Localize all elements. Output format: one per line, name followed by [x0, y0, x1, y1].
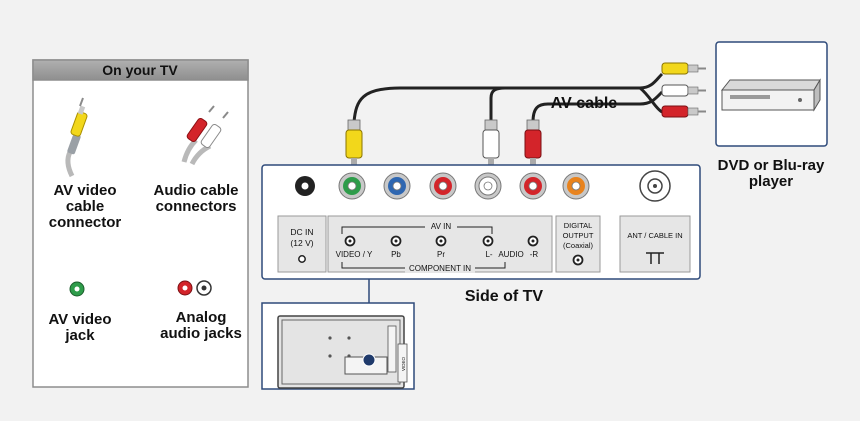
orange-jack-icon [562, 172, 590, 200]
green-jack-icon [338, 172, 366, 200]
av-video-jack-icon [69, 281, 85, 297]
legend-box: On your TV AV video cable connector Audi… [32, 59, 249, 388]
av-connector-label-line3: connector [49, 214, 122, 231]
ant-cable-panel [619, 215, 691, 273]
ant-cable-label: ANT / CABLE IN [627, 231, 682, 240]
dvd-player-icon [720, 78, 821, 112]
audio-jacks-label-line2: audio jacks [160, 325, 242, 342]
red-plug-icon [524, 119, 542, 166]
audio-l-label: L- [485, 250, 492, 259]
white-jack-icon [474, 172, 502, 200]
av-connector-label-line2: cable [66, 198, 104, 215]
device-label-line2: player [749, 173, 793, 190]
red-jack-icon [429, 172, 457, 200]
antenna-jack-icon [639, 170, 671, 202]
yellow-plug-icon [345, 119, 363, 166]
dc-in-voltage: (12 V) [290, 238, 313, 248]
pb-label: Pb [391, 250, 401, 259]
digital-output-line3: (Coaxial) [563, 241, 594, 250]
panel-label: Side of TV [465, 288, 544, 305]
legend-title: On your TV [102, 62, 178, 78]
analog-audio-jacks-icon [177, 280, 212, 296]
blue-jack-icon [383, 172, 411, 200]
dc-in-jack-icon [298, 255, 306, 263]
audio-connectors-label-line1: Audio cable [153, 182, 238, 199]
av-cable [352, 72, 664, 123]
video-y-label: VIDEO / Y [336, 250, 373, 259]
digital-output-line2: OUTPUT [563, 231, 594, 240]
pb-jack-icon [390, 235, 402, 247]
component-in-label: COMPONENT IN [409, 264, 471, 273]
cable-label: AV cable [551, 95, 618, 112]
av-in-label: AV IN [431, 222, 452, 231]
tv-back-icon: VIDEO [261, 302, 415, 390]
av-jack-label-line1: AV video [48, 311, 111, 328]
dc-in-label: DC IN [290, 227, 313, 237]
audio-cable-connectors-icon [181, 105, 229, 166]
dvd-player-box [715, 41, 828, 147]
pr-label: Pr [437, 250, 445, 259]
tv-vertical-text: VIDEO [401, 357, 406, 372]
device-label-line1: DVD or Blu-ray [718, 157, 825, 174]
red-audio-jack-icon [519, 172, 547, 200]
device-plugs-icon [661, 62, 706, 118]
black-jack-icon [295, 176, 315, 196]
legend-header [32, 59, 249, 81]
white-plug-icon [482, 119, 500, 166]
coaxial-jack-icon [572, 254, 584, 266]
video-y-jack-icon [344, 235, 356, 247]
av-connector-label-line1: AV video [53, 182, 116, 199]
ant-cable-symbol-icon [646, 252, 664, 264]
tv-side-panel: DC IN (12 V) AV IN COMPONENT IN [261, 164, 701, 280]
audio-jacks-label-line1: Analog [176, 309, 227, 326]
audio-r-label: -R [530, 250, 539, 259]
digital-output-line1: DIGITAL [564, 221, 593, 230]
av-cable-connector-icon [65, 97, 88, 178]
audio-r-jack-icon [527, 235, 539, 247]
audio-l-jack-icon [482, 235, 494, 247]
audio-connectors-label-line2: connectors [156, 198, 237, 215]
pr-jack-icon [435, 235, 447, 247]
av-jack-label-line2: jack [64, 327, 95, 344]
audio-label: AUDIO [498, 250, 523, 259]
